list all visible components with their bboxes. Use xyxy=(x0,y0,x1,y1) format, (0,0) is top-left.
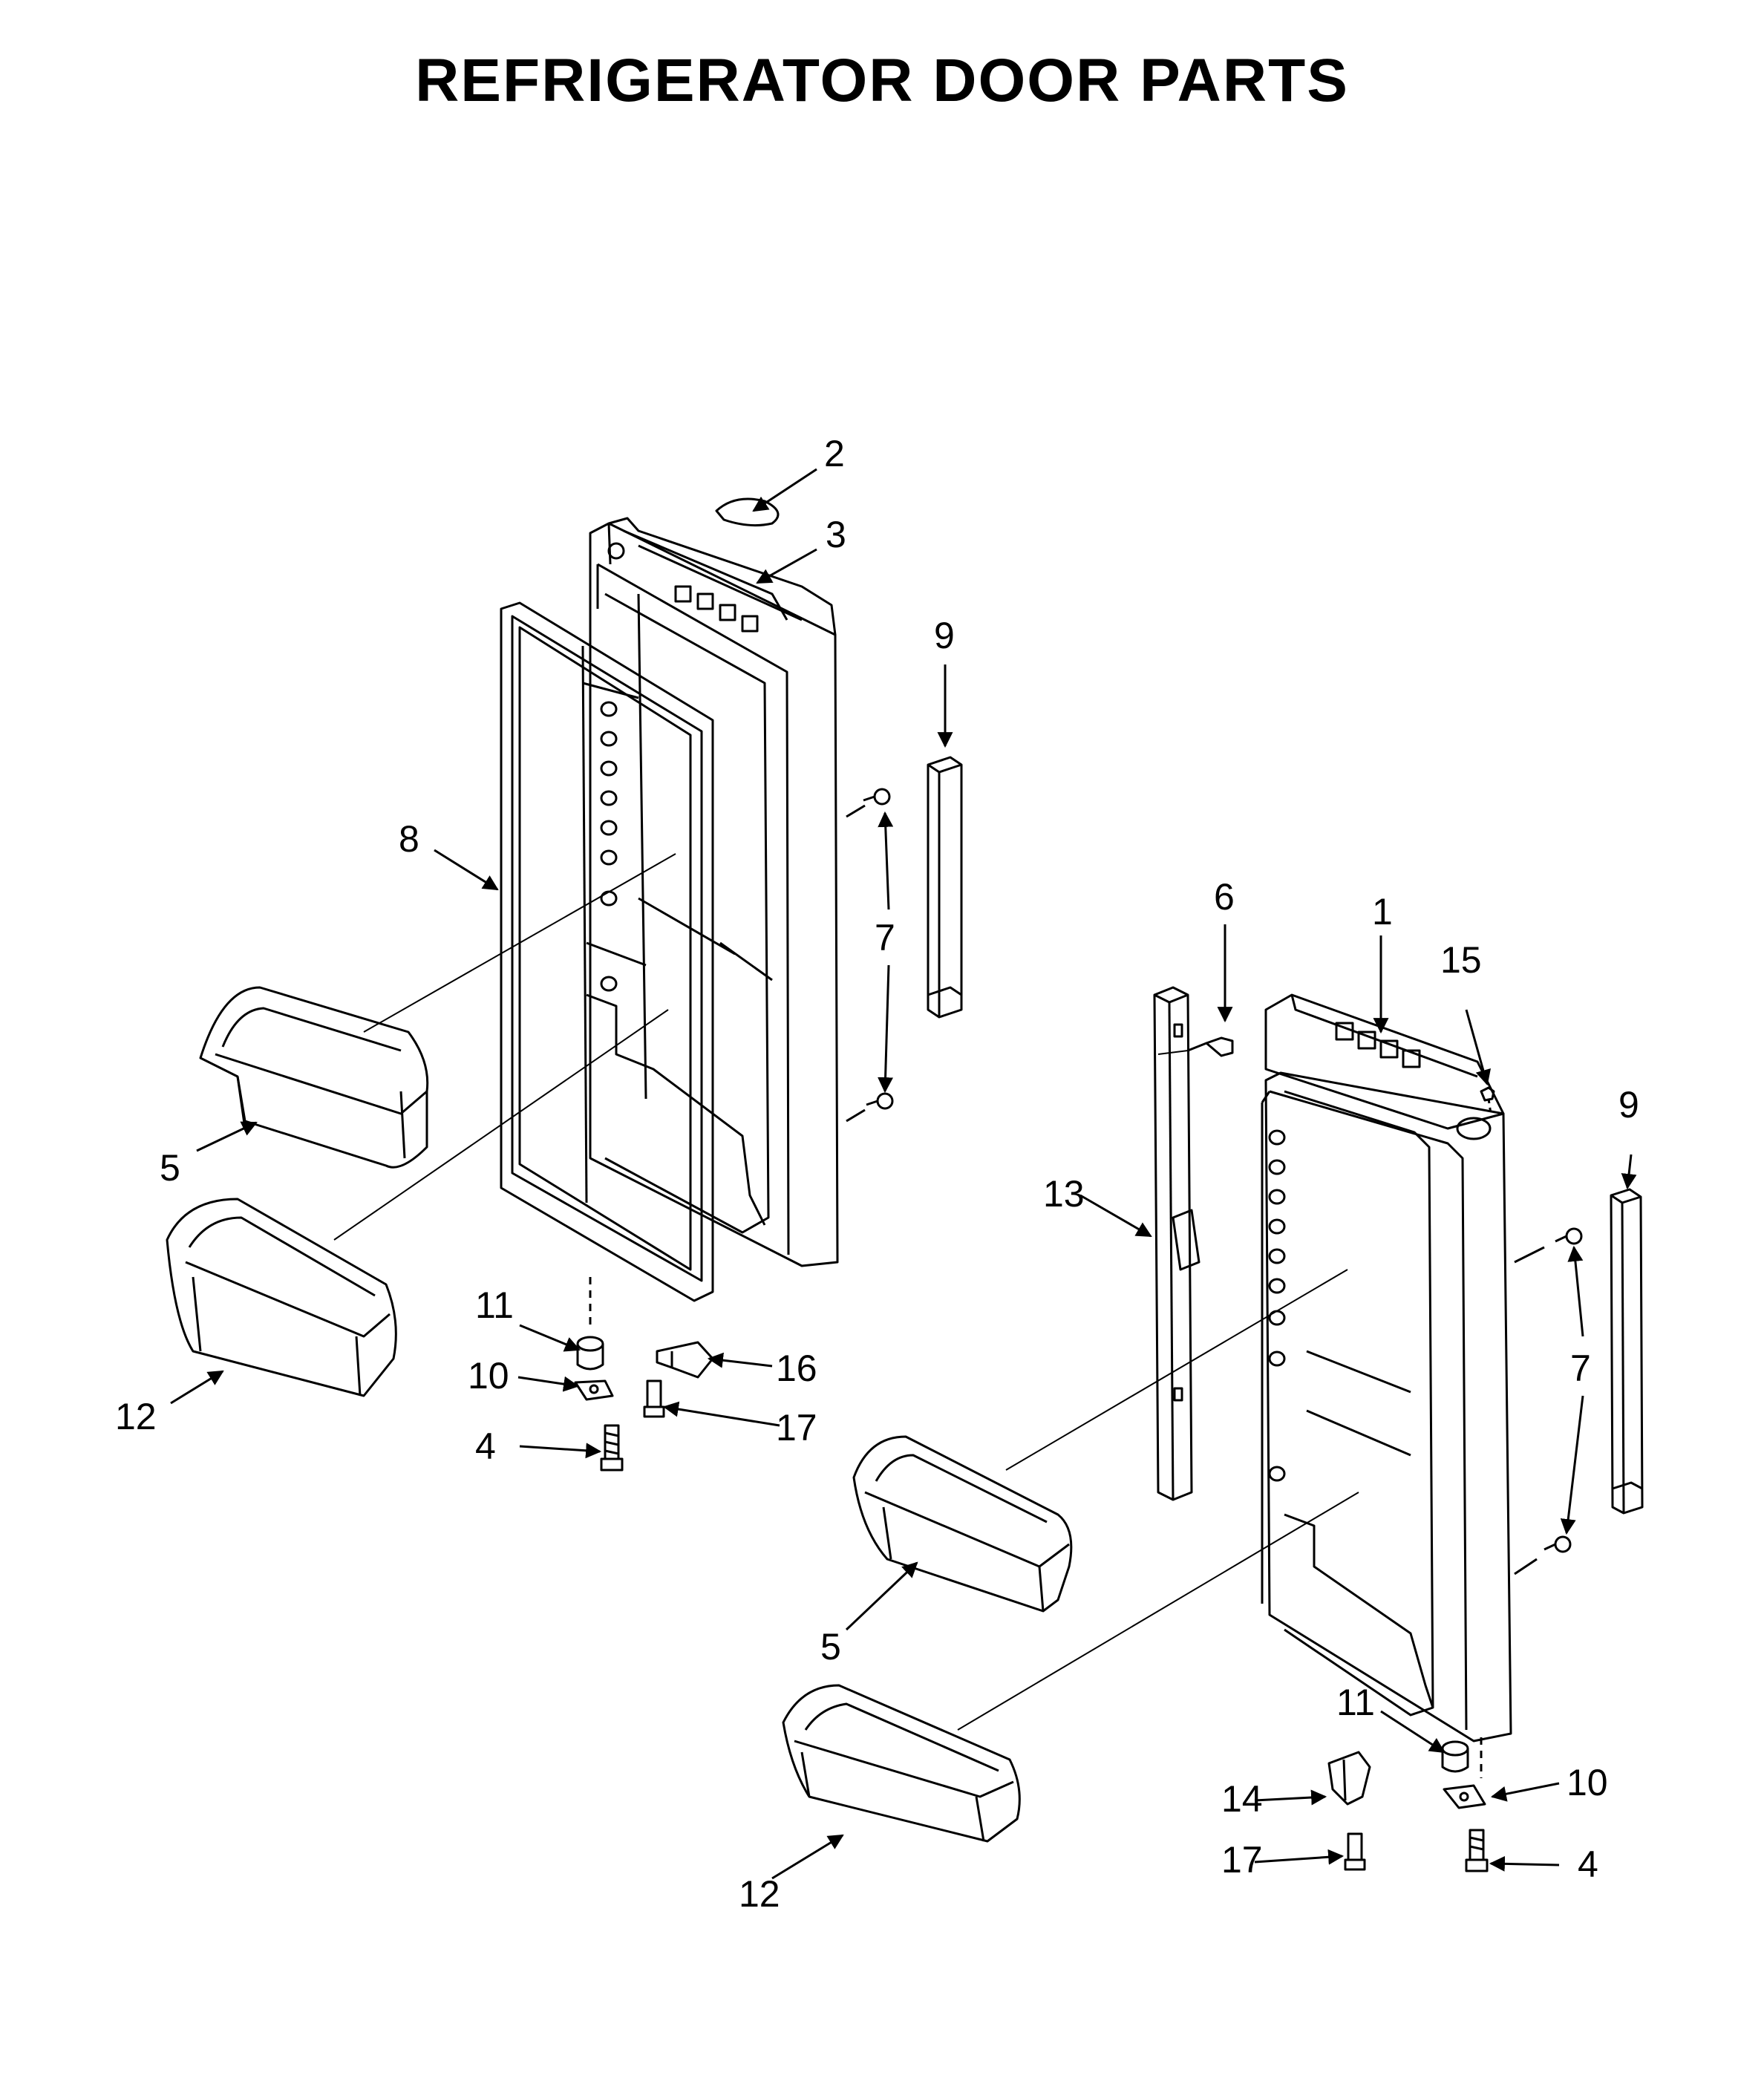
callout-8: 8 xyxy=(399,818,419,860)
left-door-dimples xyxy=(600,701,618,992)
callout-16: 16 xyxy=(776,1348,817,1389)
callout-7-left: 7 xyxy=(875,917,895,958)
leader-arrows xyxy=(170,468,1637,1880)
callout-12-right: 12 xyxy=(739,1873,780,1915)
callout-1: 1 xyxy=(1372,891,1393,933)
callout-15: 15 xyxy=(1440,939,1482,981)
callout-17-left: 17 xyxy=(776,1407,817,1449)
callout-11-left: 11 xyxy=(475,1284,514,1326)
divider-screw xyxy=(1187,1036,1234,1057)
left-door-inner-cavity xyxy=(586,897,773,1226)
right-hinge-bushing xyxy=(1441,1740,1469,1773)
callout-2: 2 xyxy=(824,433,845,474)
right-door-closer xyxy=(1327,1751,1371,1806)
callout-labels: 2 3 9 8 7 5 12 11 10 4 16 17 6 1 15 9 13… xyxy=(115,433,1639,1915)
left-closer-screw xyxy=(643,1379,665,1418)
projection-lines xyxy=(333,853,1359,1731)
callout-4-right: 4 xyxy=(1578,1843,1598,1885)
right-bin-upper xyxy=(852,1435,1073,1613)
right-door-inner-cavity xyxy=(1284,1350,1434,1708)
callout-9-right: 9 xyxy=(1618,1084,1639,1126)
top-screw-axis xyxy=(1487,1098,1492,1114)
left-door-closer xyxy=(656,1341,714,1379)
left-door-gasket xyxy=(500,601,714,1302)
top-screw xyxy=(1480,1086,1495,1102)
callout-7-right: 7 xyxy=(1570,1348,1591,1389)
right-handle xyxy=(1610,1188,1644,1515)
callout-11-right: 11 xyxy=(1336,1682,1375,1723)
right-door-dimples xyxy=(1268,1129,1286,1482)
callout-17-right: 17 xyxy=(1221,1839,1263,1881)
left-hinge-bushing xyxy=(576,1336,604,1371)
callout-14: 14 xyxy=(1221,1778,1263,1820)
left-door-liner xyxy=(581,522,839,1267)
callout-13: 13 xyxy=(1043,1173,1085,1215)
left-handle xyxy=(927,756,963,1019)
callout-12-left: 12 xyxy=(115,1396,157,1437)
left-door-top-cap xyxy=(607,517,837,636)
left-handle-screws xyxy=(846,788,894,1123)
left-hinge-plate xyxy=(574,1379,614,1401)
right-hinge-screw xyxy=(1465,1829,1489,1872)
callout-5-left: 5 xyxy=(160,1147,180,1189)
left-bin-lower xyxy=(166,1198,397,1397)
right-hinge-plate xyxy=(1443,1784,1486,1809)
left-hinge-screw xyxy=(600,1424,624,1472)
callout-9-left: 9 xyxy=(934,615,955,656)
diagram-title: REFRIGERATOR DOOR PARTS xyxy=(415,47,1349,114)
right-door-top-cap xyxy=(1264,993,1505,1140)
callout-3: 3 xyxy=(826,514,846,555)
right-door-liner xyxy=(1261,1071,1512,1743)
cap-gasket xyxy=(715,497,780,527)
callout-4-left: 4 xyxy=(475,1425,496,1467)
right-handle-screws xyxy=(1514,1227,1583,1575)
callout-6: 6 xyxy=(1214,876,1235,918)
right-closer-screw xyxy=(1344,1832,1366,1871)
right-door-divider xyxy=(1153,986,1200,1501)
callout-10-right: 10 xyxy=(1567,1762,1608,1803)
left-bin-upper xyxy=(199,986,429,1169)
callout-10-left: 10 xyxy=(468,1355,509,1397)
right-bin-lower xyxy=(782,1684,1021,1843)
callout-5-right: 5 xyxy=(820,1626,841,1668)
